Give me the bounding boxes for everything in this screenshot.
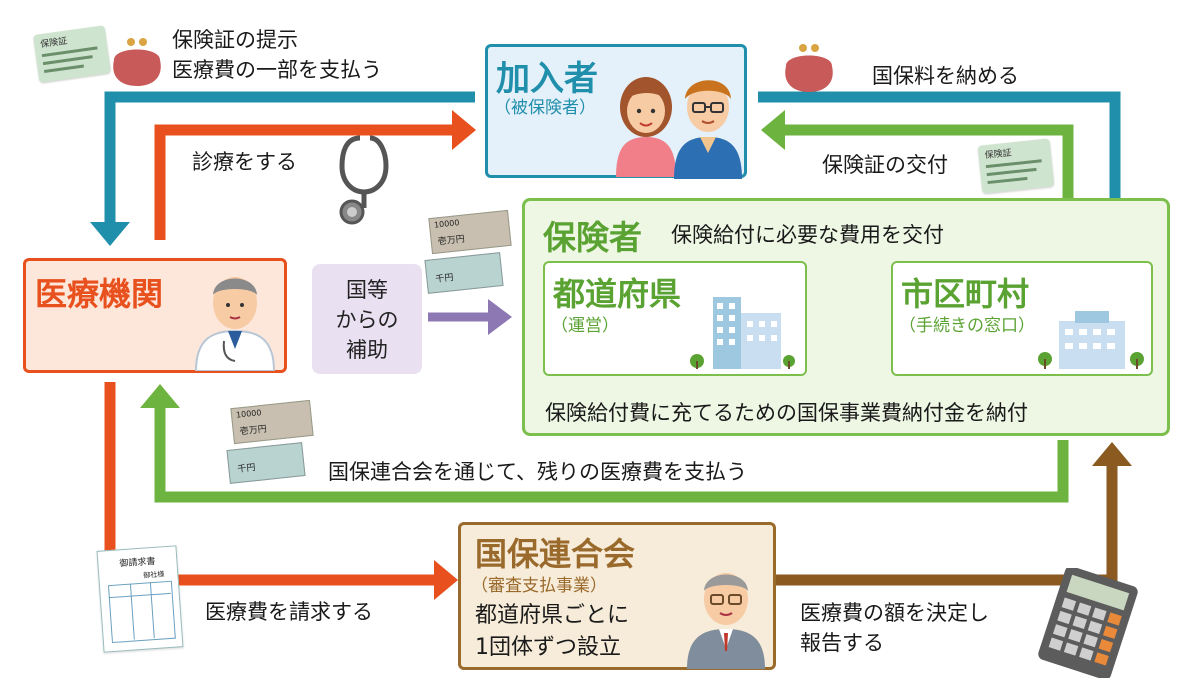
label-pay-remaining: 国保連合会を通じて、残りの医療費を支払う <box>328 460 747 484</box>
municipality-box: 市区町村 （手続きの窓口） <box>891 261 1153 376</box>
medical-box: 医療機関 <box>23 258 287 373</box>
arrow-present-card <box>104 91 475 225</box>
subsidy-line-3: 補助 <box>346 338 388 362</box>
medical-title: 医療機関 <box>35 275 164 313</box>
insurer-bottom-note: 保険給付費に充てるための国保事業費納付金を納付 <box>545 401 1028 425</box>
municipality-title: 市区町村 <box>901 275 1030 313</box>
insurer-note: 保険給付に必要な費用を交付 <box>671 223 944 247</box>
arrow-head-subsidy <box>488 299 512 335</box>
label-pay-premium: 国保料を納める <box>872 64 1019 88</box>
purse-icon <box>113 38 161 86</box>
federation-subtitle: （審査支払事業） <box>471 576 607 596</box>
label-claim-costs: 医療費を請求する <box>205 600 373 624</box>
federation-line-1: 都道府県ごとに <box>475 603 630 628</box>
insurance-card-label: 保険証 <box>39 36 68 51</box>
federation-line-2: 1団体ずつ設立 <box>475 635 621 660</box>
subscriber-box: 加入者 （被保険者） <box>485 44 747 179</box>
stethoscope-icon <box>339 135 389 225</box>
arrow-head-pay-remaining <box>140 384 180 408</box>
insurance-card-label-right: 保険証 <box>984 148 1013 162</box>
bill-small-text-2: 千円 <box>237 463 257 475</box>
arrow-head-issue-card <box>761 110 785 150</box>
insurance-card-icon-right: 保険証 <box>977 138 1055 194</box>
woman-illustration <box>616 77 676 177</box>
label-issue-card: 保険証の交付 <box>822 153 948 177</box>
insurer-box: 保険者 保険給付に必要な費用を交付 都道府県 （運営） 市区町村 （手続きの窓口… <box>522 198 1170 436</box>
bill-big-value: 10000 <box>433 218 460 230</box>
subsidy-line-1: 国等 <box>346 278 388 302</box>
insurer-title: 保険者 <box>543 218 642 257</box>
label-treatment: 診療をする <box>192 150 297 174</box>
federation-box: 国保連合会 （審査支払事業） 都道府県ごとに 1団体ずつ設立 <box>458 522 776 670</box>
prefecture-subtitle: （運営） <box>551 316 619 336</box>
subscriber-subtitle: （被保険者） <box>494 98 596 118</box>
invoice-icon: 御請求書 御社様 <box>96 545 184 653</box>
bill-small-text: 千円 <box>435 273 455 285</box>
municipality-building-icon <box>1038 311 1144 369</box>
invoice-title: 御請求書 <box>119 556 156 570</box>
bill-big-text: 壱万円 <box>437 234 466 248</box>
subscriber-title: 加入者 <box>496 59 598 99</box>
bill-big-text-2: 壱万円 <box>239 424 268 438</box>
calculator-icon <box>1038 568 1138 678</box>
label-present-card-2: 医療費の一部を支払う <box>172 58 382 82</box>
arrow-pay-remaining <box>154 405 1069 503</box>
subsidy-line-2: からの <box>335 308 399 332</box>
federation-title: 国保連合会 <box>475 535 636 573</box>
auditor-illustration <box>687 573 765 669</box>
arrow-head-treatment <box>452 110 476 150</box>
arrow-head-present-card <box>90 222 130 246</box>
municipality-subtitle: （手続きの窓口） <box>899 316 1035 336</box>
arrow-head-claim <box>434 560 458 600</box>
arrow-pay-premium <box>758 91 1121 228</box>
arrow-treatment <box>154 124 455 240</box>
insurance-card-icon: 保険証 <box>33 25 111 83</box>
doctor-illustration <box>194 277 276 371</box>
label-decide-report-2: 報告する <box>800 631 884 655</box>
man-illustration <box>674 80 742 179</box>
prefecture-box: 都道府県 （運営） <box>543 261 807 376</box>
label-decide-report-1: 医療費の額を決定し <box>800 601 989 625</box>
prefecture-building-icon <box>690 297 795 369</box>
bill-big-value-2: 10000 <box>235 408 262 420</box>
prefecture-title: 都道府県 <box>553 275 682 313</box>
label-present-card-1: 保険証の提示 <box>172 28 298 52</box>
purse-icon-right <box>785 44 833 92</box>
arrow-head-report <box>1092 442 1132 466</box>
invoice-field: 御社様 <box>143 570 165 580</box>
subsidy-box: 国等 からの 補助 <box>312 264 422 374</box>
